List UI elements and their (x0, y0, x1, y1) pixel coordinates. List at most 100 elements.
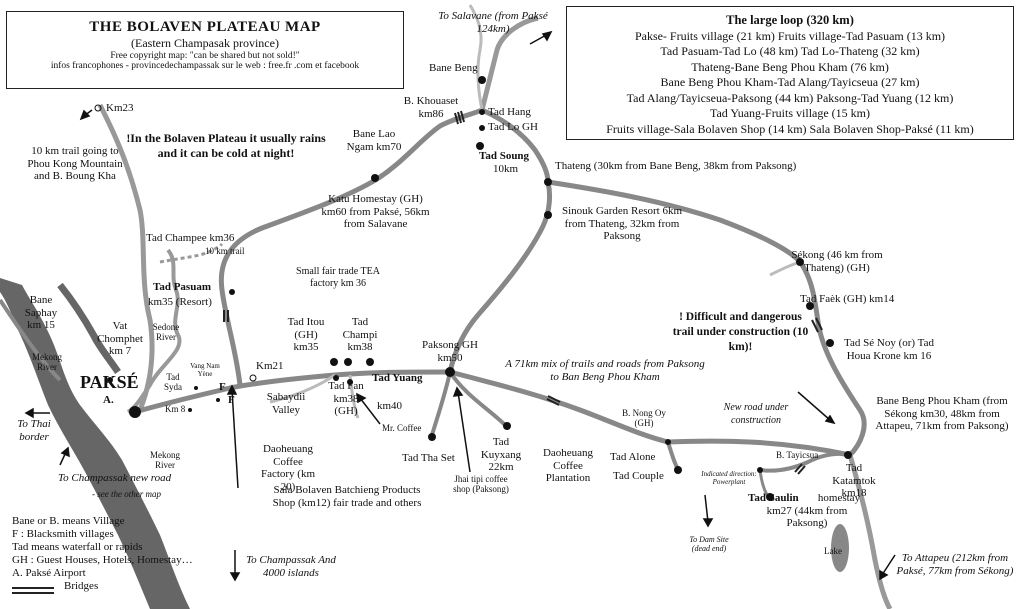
label-km23: Km23 (106, 102, 134, 114)
place-dots (107, 76, 852, 501)
label-bane-beng-phou-kham: Bane Beng Phou Kham (from Sékong km30, 4… (875, 395, 1009, 432)
road-pakse-paksong (134, 369, 451, 415)
loop-line: Tad Alang/Tayicseua-Paksong (44 km) Paks… (626, 90, 954, 105)
label-vang-nam-yene: Vang Nam Yène (190, 362, 220, 378)
label-bane-lao-ngam: Bane Lao Ngam km70 (346, 128, 402, 153)
road-thateng-sekong (547, 179, 867, 457)
label-tad-alone: Tad Alone (610, 451, 656, 463)
copyright-note: Free copyright map: "can be shared but n… (110, 51, 300, 61)
legend-airport: A. Paksé Airport (12, 567, 86, 579)
label-tad-hang: Tad Hang (488, 106, 531, 118)
label-b-tayicsua: B. Tayicsua (776, 450, 819, 460)
label-tad-katamtok: Tad Katamtok km18 (832, 462, 876, 499)
label-sekong: Sékong (46 km from Thateng) (GH) (791, 249, 883, 274)
label-tea-factory: Small fair trade TEA factory km 36 (296, 266, 380, 289)
loop-line: Tad Pasuam-Tad Lo (48 km) Tad Lo-Thateng… (660, 44, 920, 58)
legend-tad: Tad means waterfall or rapids (12, 541, 143, 553)
label-indicated-direction: Indicated direction: Powerplant (701, 470, 757, 486)
lake-shape (831, 524, 849, 572)
legend-bane: Bane or B. means Village (12, 515, 125, 527)
label-ten-km-trail: 10 km trail (205, 246, 245, 256)
road-salavane (479, 15, 539, 111)
road-tadlo-thateng (480, 107, 551, 183)
direction-arrows (24, 30, 896, 582)
label-trail-10km: 10 km trail going to Phou Kong Mountain … (27, 145, 123, 182)
label-to-dam: To Dam Site (dead end) (689, 535, 729, 553)
label-bane-saphay: Bane Saphay km 15 (24, 294, 58, 331)
label-b-khouaset: B. Khouaset km86 (403, 95, 459, 120)
legend-f: F : Blacksmith villages (12, 528, 114, 540)
label-pakse: PAKSÉ (80, 372, 139, 392)
label-tad-itou: Tad Itou (GH) km35 (287, 316, 325, 353)
label-see-other-map: - see the other map (92, 489, 161, 499)
loop-line: Bane Beng Phou Kham-Tad Alang/Tayicseua … (660, 75, 920, 89)
label-tad-kuyxang: Tad Kuyxang 22km (480, 436, 522, 473)
label-f1: F (219, 381, 226, 393)
label-to-thai: To Thai border (17, 418, 51, 443)
label-tad-couple: Tad Couple (613, 470, 664, 482)
label-new-road: New road under construction (723, 402, 789, 426)
trail-warning: ! Difficult and dangerous trail under co… (672, 311, 809, 353)
label-b-nong-oy: B. Nong Oy (GH) (622, 408, 666, 428)
label-to-champassak-new: To Champassak new road (58, 472, 172, 484)
legend-bridge-symbol (12, 587, 54, 594)
label-tad-soung-km: 10km (493, 163, 519, 175)
rain-warning: !In the Bolaven Plateau it usually rains… (126, 131, 326, 160)
label-tad-yuang: Tad Yuang (372, 372, 423, 384)
label-to-champassak-islands: To Champassak And 4000 islands (246, 554, 336, 579)
mekong-river (0, 278, 190, 609)
road-pasuam-taolo (218, 107, 483, 386)
label-sedone-river: Sedone River (152, 322, 180, 342)
label-mekong-river-bottom: Mekong River (150, 450, 180, 470)
legend-bridges: Bridges (64, 580, 99, 592)
label-to-attapeu: To Attapeu (212km from Paksé, 77km from … (896, 552, 1014, 577)
road-north-west (97, 103, 155, 411)
label-daoheuang-plantation: Daoheuang Coffee Plantation (542, 447, 594, 484)
loop-title: The large loop (320 km) (726, 13, 854, 27)
label-lake: Lake (824, 546, 842, 556)
label-paksong: Paksong GH km50 (422, 339, 478, 364)
loop-line: Pakse- Fruits village (21 km) Fruits vil… (634, 28, 946, 43)
label-tad-faek: Tad Faèk (GH) km14 (800, 293, 895, 305)
label-tad-champee: Tad Champee km36 (146, 232, 235, 244)
label-bane-beng: Bane Beng (429, 62, 478, 74)
road-paksong-phoukham (449, 369, 851, 458)
label-km21: Km21 (256, 360, 284, 372)
loop-line: Tad Yuang-Fruits village (15 km) (709, 106, 871, 120)
label-sabaydii: Sabaydii Valley (266, 391, 306, 416)
label-daoheuang-factory: Daoheuang Coffee Factory (km 20) (260, 443, 316, 493)
label-tad-pasuam-km: km35 (Resort) (148, 296, 212, 308)
label-sala-bolaven: Sala Bolaven Batchieng Products Shop (km… (272, 484, 422, 509)
label-mr-coffee: Mr. Coffee (382, 423, 422, 433)
loop-line: Thateng-Bane Beng Phou Kham (76 km) (691, 59, 889, 74)
label-tad-fan: Tad Fan km38 (GH) (328, 380, 364, 417)
label-tad-saulin-rest: homestay km27 (44km from Paksong) (766, 492, 861, 529)
label-tad-soung: Tad Soung (479, 150, 530, 162)
legend-gh: GH : Guest Houses, Hotels, Homestay… (12, 554, 193, 566)
label-tad-se-noy: Tad Sé Noy (or) Tad Houa Krone km 16 (844, 337, 934, 362)
label-mix-trails: A 71km mix of trails and roads from Paks… (505, 358, 705, 383)
label-thateng: Thateng (30km from Bane Beng, 38km from … (555, 160, 797, 172)
label-tad-syda: Tad Syda (164, 372, 182, 392)
label-sinouk: Sinouk Garden Resort 6km from Thateng, 3… (561, 205, 683, 242)
label-tad-champi: Tad Champi km38 (342, 316, 378, 353)
info-note: infos francophones - provincedechampassa… (50, 61, 360, 71)
label-f2: F (228, 394, 235, 406)
label-tad-yuang-km: km40 (377, 400, 403, 412)
loop-line: Fruits village-Sala Bolaven Shop (14 km)… (606, 121, 974, 136)
title-box: THE BOLAVEN PLATEAU MAP (Eastern Champas… (6, 11, 404, 89)
map-title: THE BOLAVEN PLATEAU MAP (89, 19, 321, 35)
label-tad-saulin: Tad Saulin (748, 492, 799, 504)
label-katu: Katu Homestay (GH) km60 from Paksé, 56km… (321, 193, 430, 230)
label-tad-lo: Tad Lo GH (488, 121, 538, 133)
label-to-salavane: To Salavane (from Paksé 124km) (438, 10, 548, 35)
legend: Bane or B. means Village F : Blacksmith … (12, 515, 193, 593)
label-mekong-river-top: Mekong River (32, 352, 62, 372)
label-airport-a: A. (103, 394, 114, 406)
label-tad-pasuam: Tad Pasuam (153, 281, 211, 293)
label-tad-tha-set: Tad Tha Set (402, 452, 455, 464)
bridge-markers (223, 110, 823, 475)
loop-box: The large loop (320 km) Pakse- Fruits vi… (566, 6, 1014, 140)
map-subtitle: (Eastern Champasak province) (131, 36, 279, 50)
